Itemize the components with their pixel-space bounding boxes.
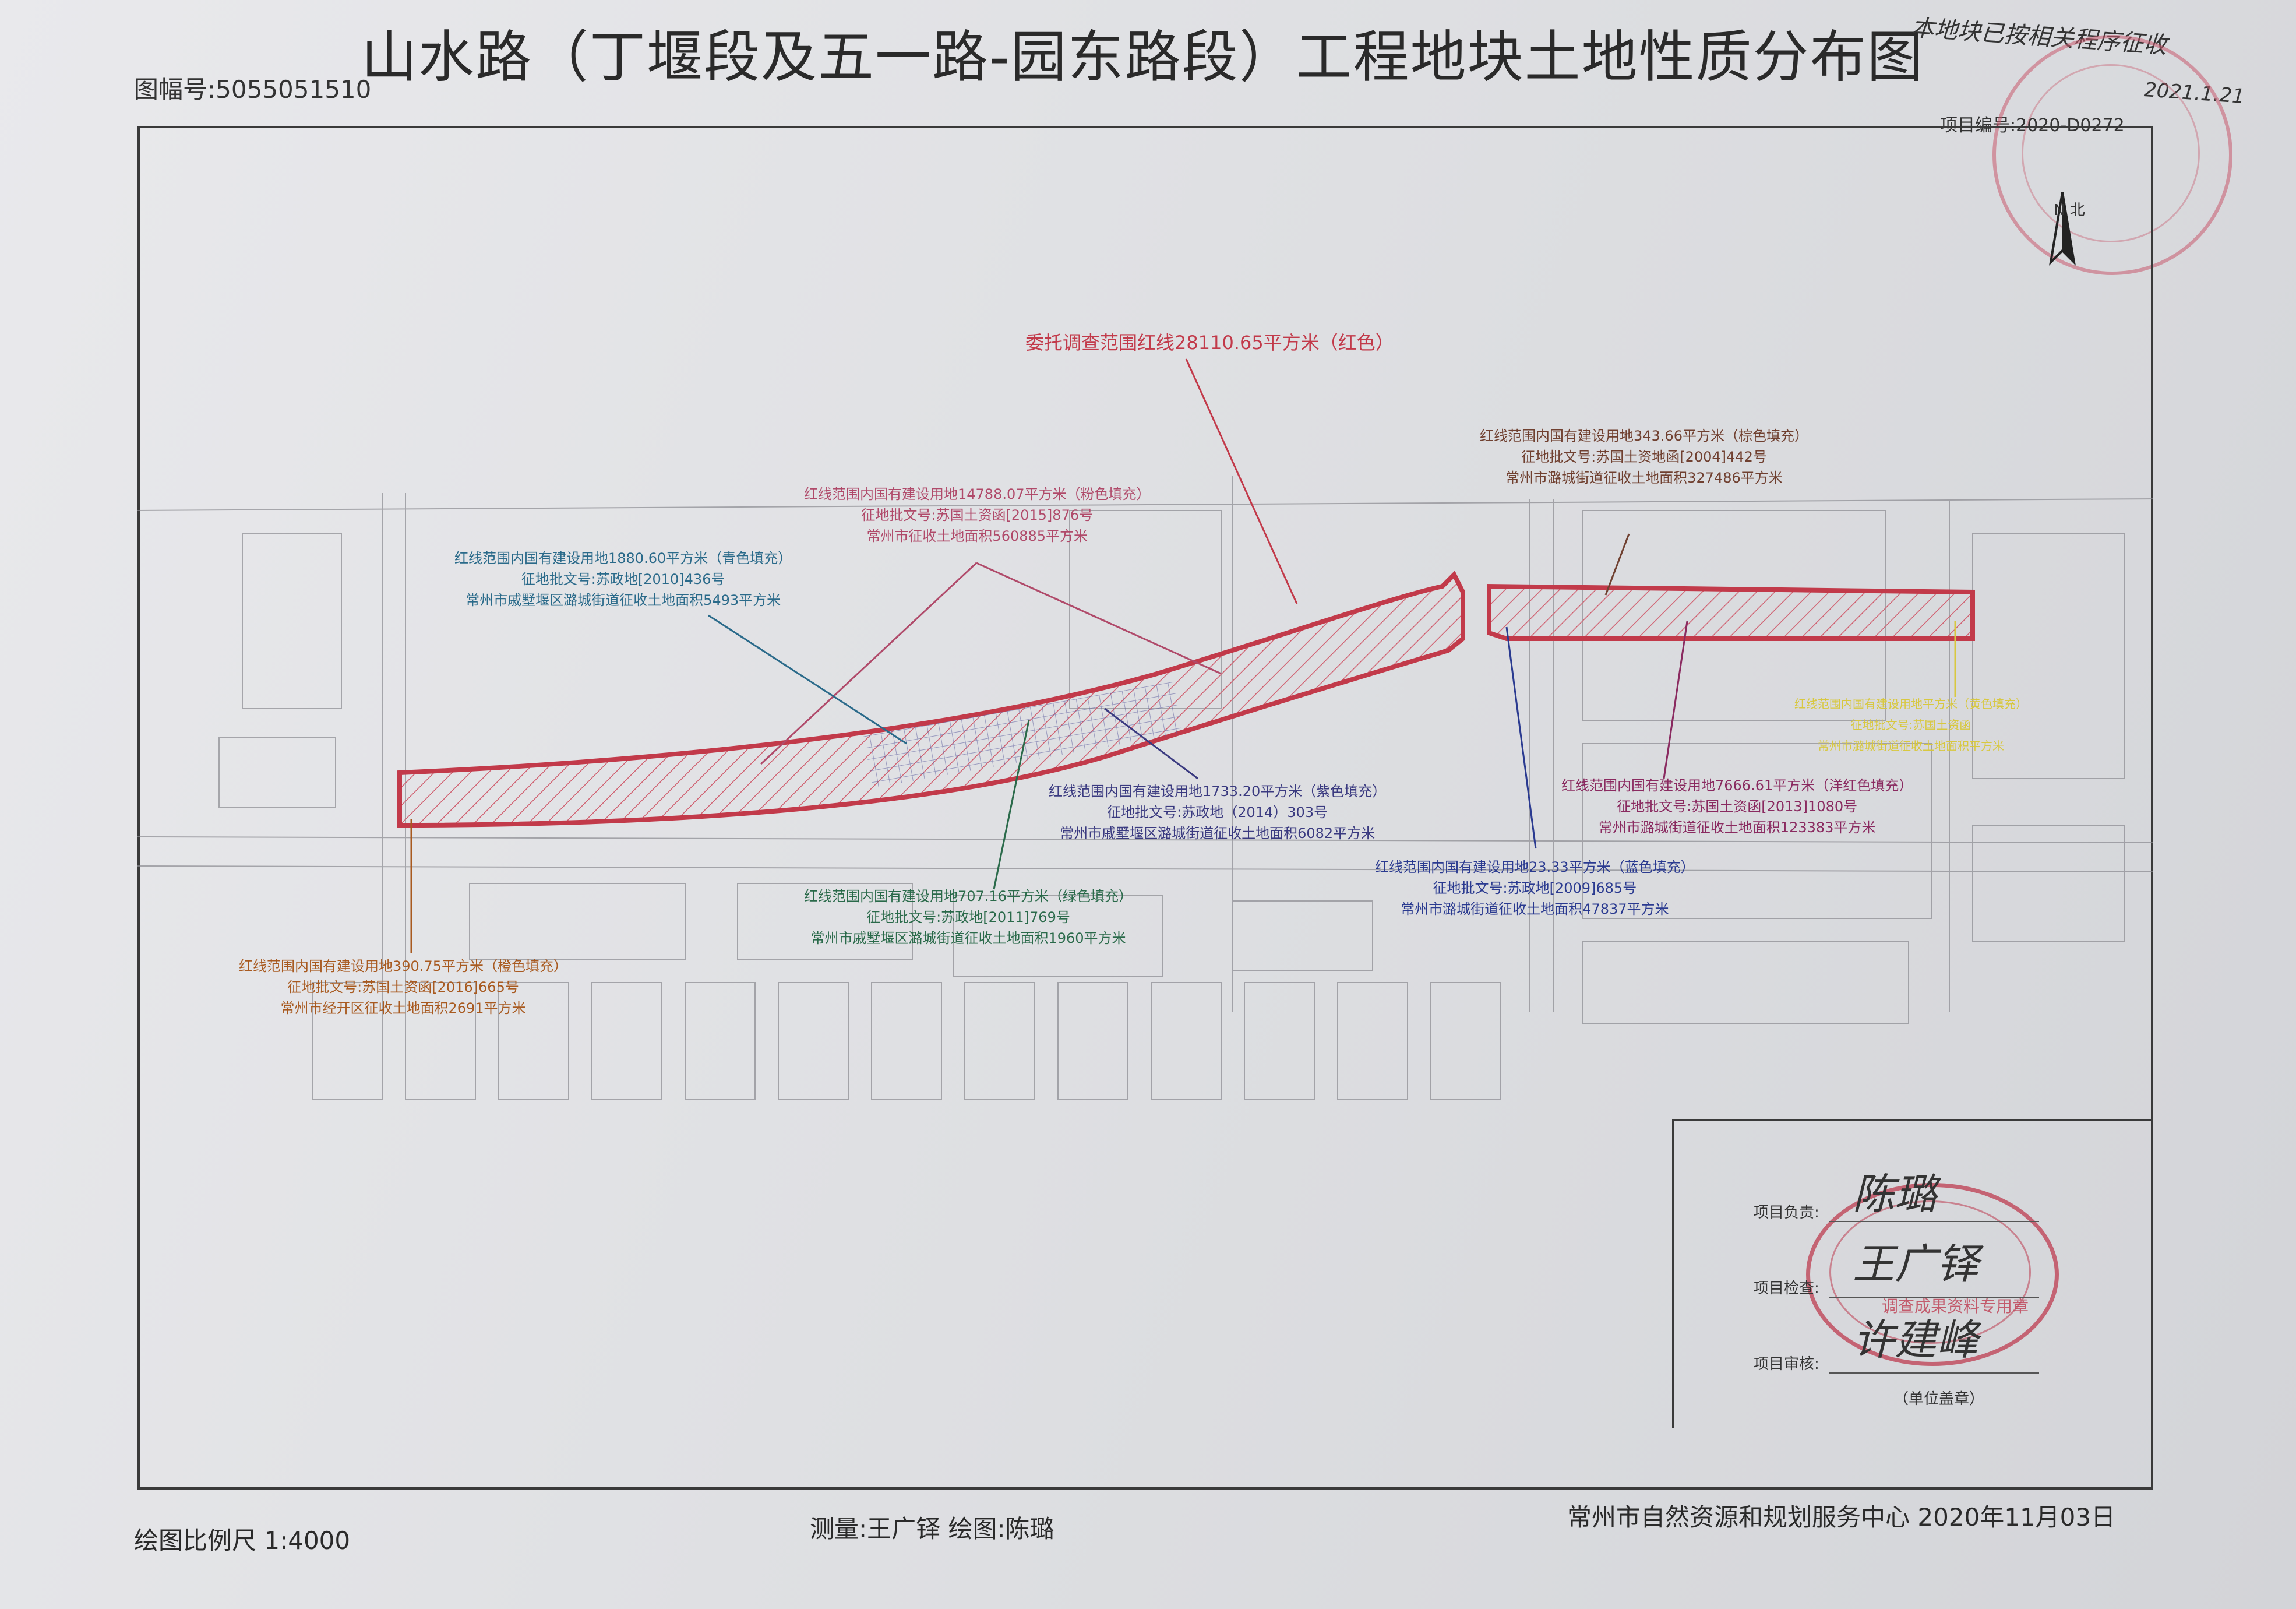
annotation-red-main: 委托调查范围红线28110.65平方米（红色） [1025,332,1394,354]
check-line [1829,1297,2039,1298]
check-signature: 王广铎 [1853,1240,1979,1288]
lead-line [1829,1221,2039,1222]
purple-grid-fill [863,681,1183,788]
annotation-cyan: 红线范围内国有建设用地1880.60平方米（青色填充）征地批文号:苏政地[201… [454,550,792,608]
stamp-text: 调查成果资料专用章 [1882,1297,2029,1316]
check-label: 项目检查: [1754,1280,1819,1297]
annotation-pink: 红线范围内国有建设用地14788.07平方米（粉色填充）征地批文号:苏国土资函[… [804,486,1151,544]
north-label: N 北 [2054,202,2085,219]
unit-seal-label: （单位盖章） [1893,1390,1985,1408]
review-signature: 许建峰 [1853,1315,1979,1364]
annotation-orange: 红线范围内国有建设用地390.75平方米（橙色填充）征地批文号:苏国土资函[20… [239,958,567,1016]
annotation-green: 红线范围内国有建设用地707.16平方米（绿色填充）征地批文号:苏政地[2011… [804,888,1133,946]
annotation-purple: 红线范围内国有建设用地1733.20平方米（紫色填充）征地批文号:苏政地（201… [1049,783,1387,842]
annotation-magenta: 红线范围内国有建设用地7666.61平方米（洋红色填充）征地批文号:苏国土资函[… [1561,777,1913,836]
org-and-date: 常州市自然资源和规划服务中心 2020年11月03日 [1567,1503,2116,1531]
annotation-brown: 红线范围内国有建设用地343.66平方米（棕色填充）征地批文号:苏国土资地函[2… [1480,428,1808,486]
north-arrow-icon [2049,192,2076,266]
scale-label: 绘图比例尺 1:4000 [134,1526,351,1555]
review-label: 项目审核: [1754,1355,1819,1373]
official-stamp [1806,1183,2059,1366]
cadastral-map [137,358,2153,1100]
lead-signature: 陈璐 [1853,1170,1937,1219]
signoff-box [1672,1119,2153,1428]
red-line-corridor-west [397,571,1465,828]
annotation-blue: 红线范围内国有建设用地23.33平方米（蓝色填充）征地批文号:苏政地[2009]… [1375,859,1695,917]
base-map-lines [137,476,2153,1100]
review-line [1829,1372,2039,1374]
lead-label: 项目负责: [1754,1204,1819,1221]
corner-seal-stamp [1992,35,2232,275]
map-title: 山水路（丁堰段及五一路-园东路段）工程地块土地性质分布图 [361,24,1924,90]
sheet-number: 图幅号:5055051510 [134,75,372,104]
survey-credits: 测量:王广铎 绘图:陈璐 [810,1515,1054,1543]
official-stamp-inner-ring [1829,1200,2031,1344]
red-line-corridor-east [1487,583,1975,641]
annotation-yellow: 红线范围内国有建设用地平方米（黄色填充）征地批文号:苏国土资函常州市潞城街道征收… [1794,697,2027,753]
corner-seal-inner-ring [2022,64,2200,242]
leader-arrows [410,358,1956,953]
map-frame [137,126,2153,1490]
